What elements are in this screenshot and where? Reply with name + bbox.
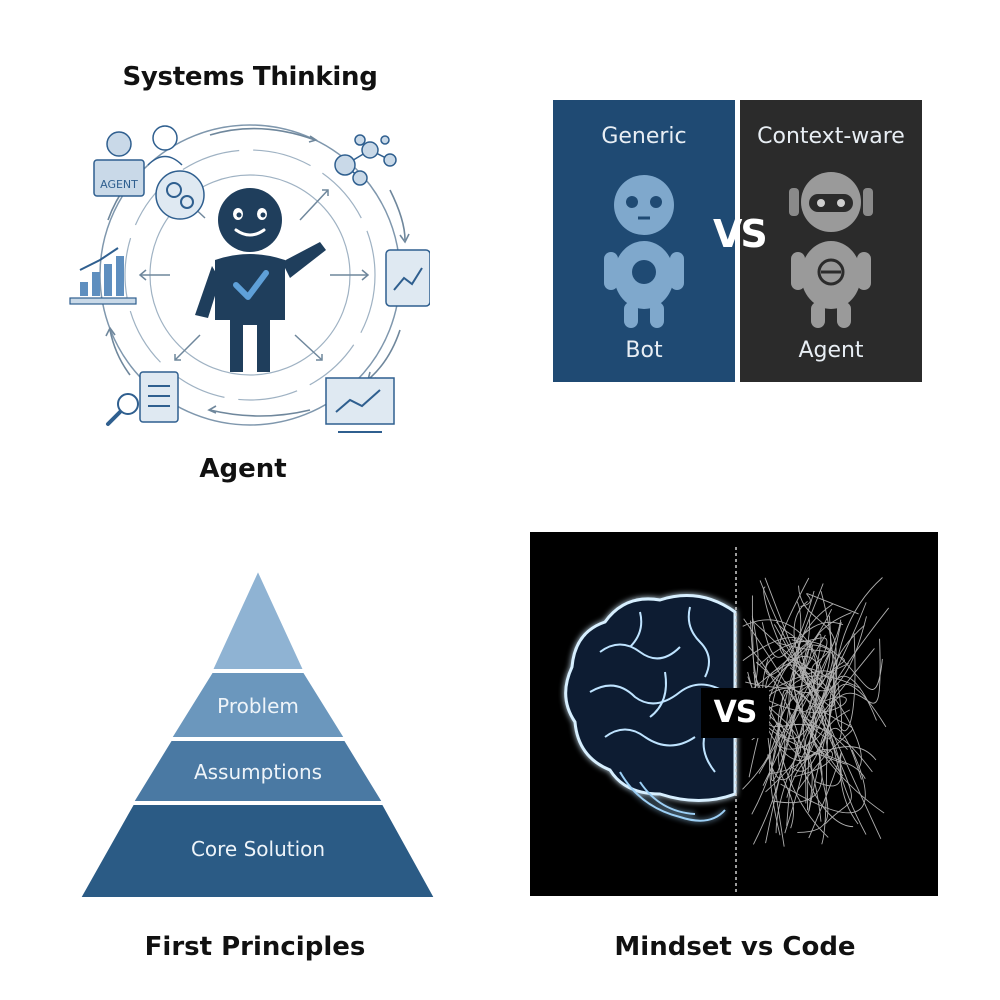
tangle-strand	[752, 620, 865, 690]
tangle-strand	[801, 715, 831, 740]
tangle-strand	[808, 751, 859, 839]
tangle-strand	[761, 622, 844, 658]
tangle-strand	[792, 603, 885, 814]
tangle-strand	[751, 615, 759, 689]
bot-icon	[604, 175, 684, 328]
tangle-strand	[765, 590, 815, 676]
tangle-strand	[755, 687, 817, 775]
context-ware-label: Context-ware	[757, 124, 905, 149]
tangle-strand	[799, 619, 826, 678]
agent-figure-icon	[195, 188, 326, 372]
tangle-strand	[786, 749, 833, 798]
tangle-strand	[779, 577, 829, 756]
tangle-strand	[764, 608, 833, 847]
context-agent-panel: Context-ware Agent	[740, 100, 922, 382]
laptop-bar-chart-icon	[69, 247, 137, 305]
vs-label: VS	[713, 212, 768, 256]
tangle-strand	[767, 683, 831, 781]
tangle-strand	[805, 648, 875, 813]
tangle-strand	[837, 682, 873, 773]
agent-badge-label: AGENT	[100, 178, 138, 191]
tangle-strand	[788, 667, 854, 828]
tangle-strand	[791, 727, 862, 780]
agent-robot-icon	[789, 172, 873, 328]
monitor-chart-icon	[325, 377, 395, 433]
pyramid-tier-core	[80, 803, 437, 899]
tablet-chart-icon	[385, 249, 430, 307]
cycle-arrows	[105, 127, 410, 417]
tier-label-problem: Problem	[217, 694, 299, 718]
middle-ring	[124, 149, 376, 401]
tangle-strand	[786, 656, 845, 827]
tangle-strand	[776, 621, 811, 697]
generic-bot-panel: Generic Bot	[553, 100, 735, 382]
tangle-strand	[778, 688, 813, 829]
tangle-strand	[742, 637, 818, 834]
tier-label-assumptions: Assumptions	[194, 760, 322, 784]
agent-person-icon: AGENT	[93, 131, 145, 197]
pyramid-tier-problem	[169, 671, 347, 739]
tangle-strand	[764, 577, 852, 824]
tangle-strand	[739, 640, 811, 700]
tangle-strand	[762, 658, 822, 822]
tangle-strand	[763, 586, 867, 692]
mindset-vs-code-panel: VS	[530, 532, 938, 896]
tangle-strand	[808, 644, 838, 811]
vs-badge: VS	[701, 688, 769, 738]
first-principles-pyramid: Problem Assumptions Core Solution	[80, 568, 437, 899]
systems-thinking-title: Systems Thinking	[122, 62, 378, 92]
gears-icon	[155, 170, 205, 220]
generic-label: Generic	[601, 124, 687, 149]
panel-divider	[735, 100, 740, 382]
tangle-strand	[786, 601, 834, 731]
systems-thinking-diagram: AGENT	[69, 124, 430, 433]
person-icon	[147, 125, 183, 166]
code-tangle-icon	[739, 577, 890, 847]
bot-vs-agent-panel: Generic Bot Context-ware	[553, 100, 922, 382]
tangle-strand	[797, 709, 851, 833]
tangle-strand	[800, 593, 859, 615]
systems-thinking-caption: Agent	[199, 454, 287, 484]
tangle-strand	[742, 580, 823, 685]
first-principles-caption: First Principles	[144, 932, 366, 962]
tier-label-core-solution: Core Solution	[191, 837, 325, 861]
tangle-strand	[777, 675, 861, 838]
tangle-strand	[759, 640, 883, 690]
tangle-strand	[829, 675, 877, 835]
network-nodes-icon	[334, 134, 397, 186]
bot-label: Bot	[625, 338, 663, 363]
tangle-strand	[780, 749, 866, 814]
brain-vs-tangle-illustration	[564, 547, 890, 892]
clipboard-magnifier-icon	[106, 371, 179, 426]
pyramid-tier-top	[210, 568, 306, 671]
brain-icon	[564, 594, 737, 822]
tangle-strand	[784, 680, 854, 791]
tangle-strand	[812, 607, 890, 779]
agent-label: Agent	[798, 338, 864, 363]
tangle-strand	[833, 577, 883, 732]
tangle-strand	[803, 638, 881, 767]
pyramid-tier-assumptions	[131, 739, 385, 803]
mindset-vs-code-caption: Mindset vs Code	[614, 932, 856, 962]
